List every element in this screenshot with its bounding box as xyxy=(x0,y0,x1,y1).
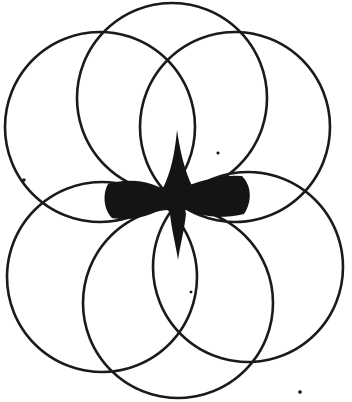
speckle-dot xyxy=(217,152,220,155)
central-rosette xyxy=(105,130,250,260)
speckle-dot xyxy=(235,203,237,205)
speckle-dot xyxy=(137,211,139,213)
speckle-dot xyxy=(190,291,193,294)
speckle-dot xyxy=(22,178,25,181)
speckle-dot xyxy=(298,390,302,394)
center-core xyxy=(158,184,194,212)
